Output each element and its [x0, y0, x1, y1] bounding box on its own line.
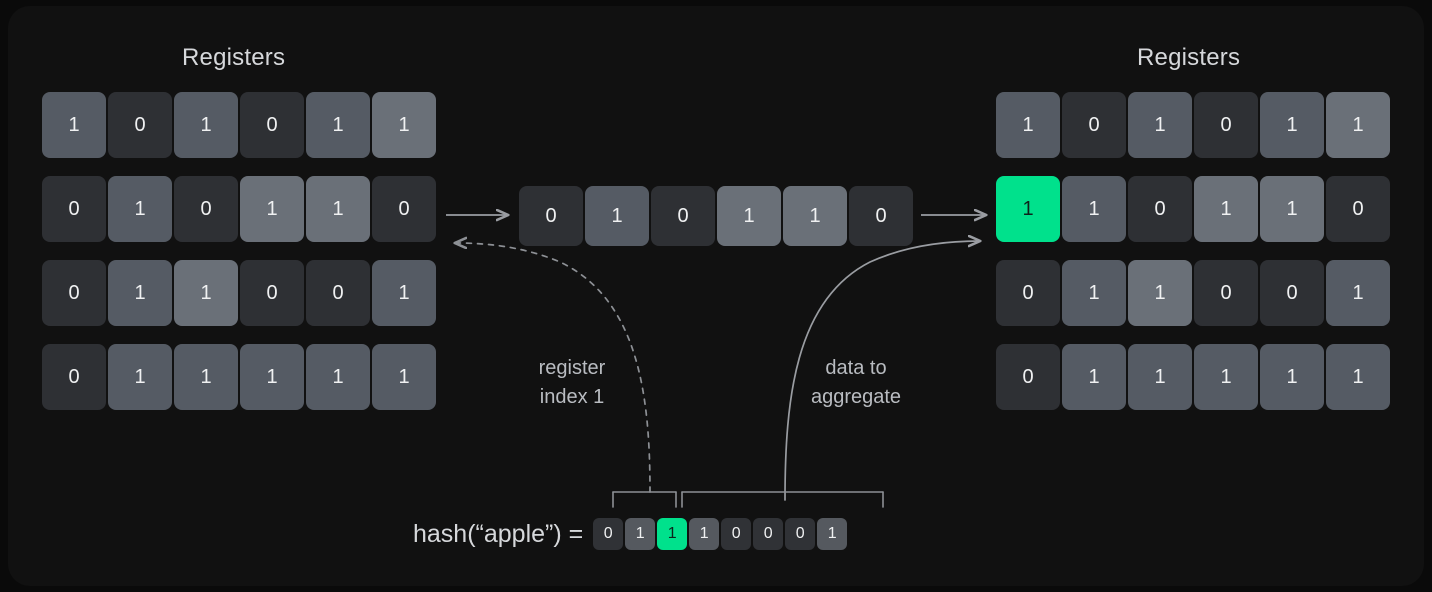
register-cell: 1 — [1326, 344, 1390, 410]
register-cell: 1 — [1194, 176, 1258, 242]
register-cell: 0 — [996, 260, 1060, 326]
register-cell: 1 — [174, 92, 238, 158]
register-cell: 1 — [1128, 344, 1192, 410]
hash-bit: 0 — [593, 518, 624, 550]
register-cell: 0 — [849, 186, 913, 246]
register-cell: 0 — [1194, 92, 1258, 158]
register-cell: 0 — [996, 344, 1060, 410]
register-cell: 1 — [996, 176, 1060, 242]
register-cell: 1 — [306, 92, 370, 158]
hash-bit: 0 — [785, 518, 816, 550]
register-cell: 1 — [1326, 260, 1390, 326]
register-cell: 1 — [240, 176, 304, 242]
register-cell: 0 — [42, 176, 106, 242]
register-cell: 1 — [717, 186, 781, 246]
register-cell: 1 — [372, 344, 436, 410]
register-cell: 0 — [519, 186, 583, 246]
register-cell: 0 — [174, 176, 238, 242]
register-cell: 1 — [1194, 344, 1258, 410]
register-cell: 1 — [1260, 176, 1324, 242]
hash-bit: 1 — [625, 518, 656, 550]
register-cell: 0 — [1326, 176, 1390, 242]
hash-bit: 1 — [689, 518, 720, 550]
register-cell: 1 — [174, 344, 238, 410]
register-cell: 1 — [1260, 92, 1324, 158]
register-cell: 0 — [42, 260, 106, 326]
register-cell: 1 — [1062, 260, 1126, 326]
register-cell: 0 — [240, 260, 304, 326]
register-cell: 1 — [372, 260, 436, 326]
register-cell: 0 — [372, 176, 436, 242]
register-cell: 1 — [996, 92, 1060, 158]
register-index-label: register index 1 — [538, 357, 606, 408]
register-cell: 0 — [1062, 92, 1126, 158]
register-cell: 1 — [1128, 92, 1192, 158]
hash-bit: 0 — [753, 518, 784, 550]
register-cell: 1 — [42, 92, 106, 158]
register-cell: 1 — [108, 344, 172, 410]
register-cell: 0 — [1260, 260, 1324, 326]
register-cell: 0 — [108, 92, 172, 158]
data-to-aggregate-label: data to aggregate — [810, 357, 902, 408]
register-cell: 1 — [585, 186, 649, 246]
hash-bit: 0 — [721, 518, 752, 550]
register-cell: 1 — [1260, 344, 1324, 410]
register-cell: 0 — [651, 186, 715, 246]
register-cell: 1 — [306, 344, 370, 410]
register-cell: 1 — [1062, 344, 1126, 410]
register-cell: 1 — [783, 186, 847, 246]
register-cell: 1 — [108, 260, 172, 326]
left-registers-title: Registers — [182, 44, 286, 71]
hash-bit: 1 — [657, 518, 688, 550]
hash-bit: 1 — [817, 518, 848, 550]
register-cell: 0 — [42, 344, 106, 410]
hash-function-label: hash(“apple”) = — [413, 519, 584, 548]
right-registers-title: Registers — [1137, 44, 1241, 71]
register-cell: 1 — [1326, 92, 1390, 158]
register-cell: 1 — [372, 92, 436, 158]
register-cell: 0 — [1194, 260, 1258, 326]
register-cell: 1 — [240, 344, 304, 410]
register-cell: 0 — [1128, 176, 1192, 242]
register-cell: 1 — [108, 176, 172, 242]
register-cell: 1 — [1128, 260, 1192, 326]
register-cell: 1 — [1062, 176, 1126, 242]
register-cell: 0 — [306, 260, 370, 326]
register-cell: 1 — [306, 176, 370, 242]
register-cell: 0 — [240, 92, 304, 158]
register-cell: 1 — [174, 260, 238, 326]
